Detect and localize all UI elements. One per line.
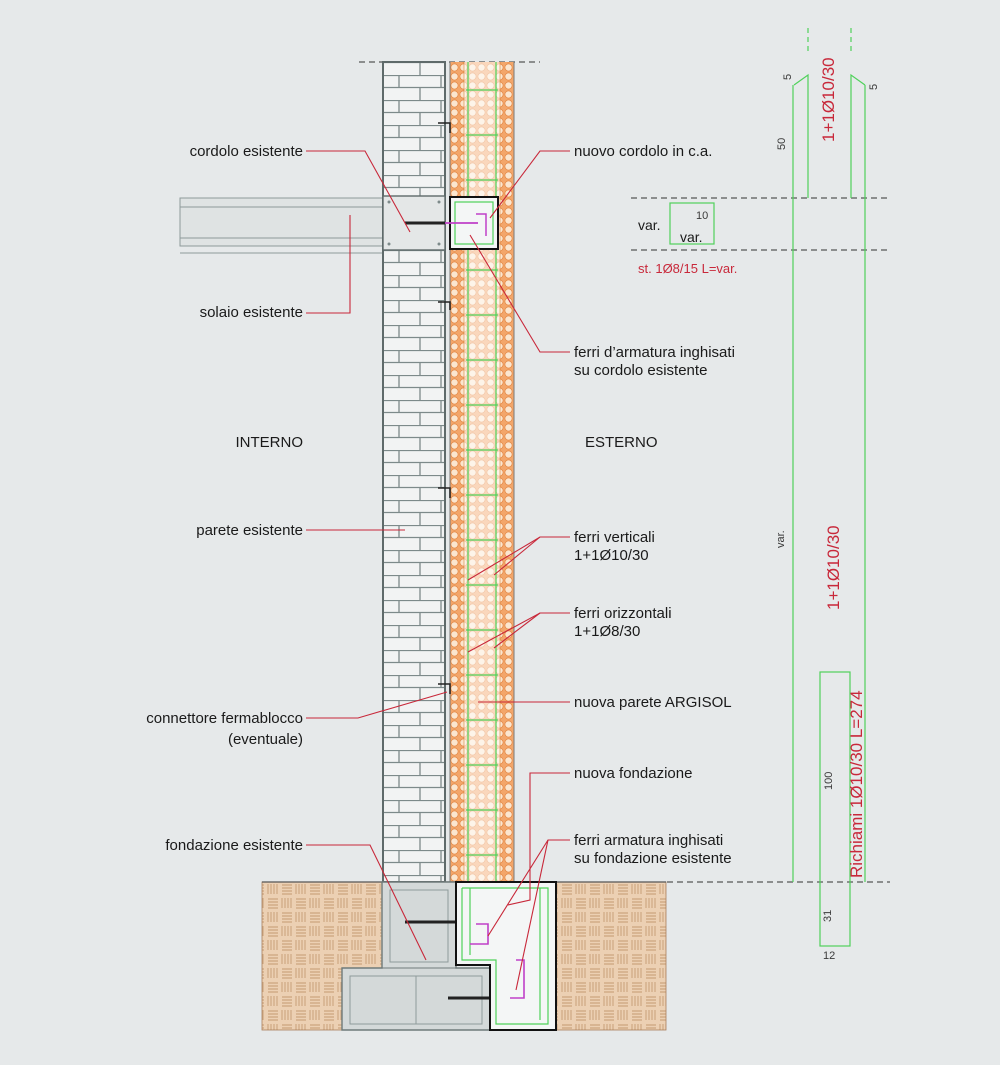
label-top-bars: 1+1Ø10/30	[819, 57, 838, 142]
label-ferri-verticali-1: ferri verticali	[574, 529, 655, 546]
dim-31: 31	[822, 910, 834, 922]
existing-floor-slab	[179, 197, 384, 254]
label-stirrups: st. 1Ø8/15 L=var.	[638, 261, 737, 276]
dim-var-outer: var.	[638, 217, 661, 233]
dim-5-right: 5	[868, 84, 880, 90]
new-argisol-wall	[449, 62, 515, 882]
label-nuova-parete: nuova parete ARGISOL	[574, 694, 732, 711]
label-ferri-orizzontali-1: ferri orizzontali	[574, 605, 672, 622]
dim-var-vertical: var.	[775, 530, 787, 548]
dim-50: 50	[776, 138, 788, 150]
label-connettore-fermablocco: connettore fermablocco	[146, 710, 303, 727]
connector-fermablocco	[438, 122, 451, 694]
label-connettore-eventuale: (eventuale)	[228, 731, 303, 748]
label-solaio-esistente: solaio esistente	[200, 304, 303, 321]
label-nuova-fondazione: nuova fondazione	[574, 765, 692, 782]
label-fondazione-esistente: fondazione esistente	[165, 837, 303, 854]
dim-5-left: 5	[782, 74, 794, 80]
label-main-bars: 1+1Ø10/30	[824, 525, 843, 610]
label-dowels: Richiami 1Ø10/30 L=274	[847, 690, 866, 878]
label-ferri-armatura-2: su cordolo esistente	[574, 362, 707, 379]
label-ferri-fondazione-1: ferri armatura inghisati	[574, 832, 723, 849]
dim-var-inner: var.	[680, 229, 703, 245]
rebar-schedule	[631, 28, 890, 947]
label-interno: INTERNO	[236, 434, 304, 451]
label-ferri-orizzontali-2: 1+1Ø8/30	[574, 623, 640, 640]
label-nuovo-cordolo: nuovo cordolo in c.a.	[574, 143, 712, 160]
existing-masonry-wall	[382, 61, 446, 883]
dim-100: 100	[823, 772, 835, 790]
dim-12: 12	[823, 950, 835, 962]
label-ferri-fondazione-2: su fondazione esistente	[574, 850, 732, 867]
dim-10: 10	[696, 210, 708, 222]
label-parete-esistente: parete esistente	[196, 522, 303, 539]
label-ferri-armatura-1: ferri d’armatura inghisati	[574, 344, 735, 361]
label-ferri-verticali-2: 1+1Ø10/30	[574, 547, 649, 564]
soil-right	[555, 881, 667, 1031]
label-cordolo-esistente: cordolo esistente	[190, 143, 303, 160]
leader-lines	[306, 150, 570, 991]
label-esterno: ESTERNO	[585, 434, 658, 451]
